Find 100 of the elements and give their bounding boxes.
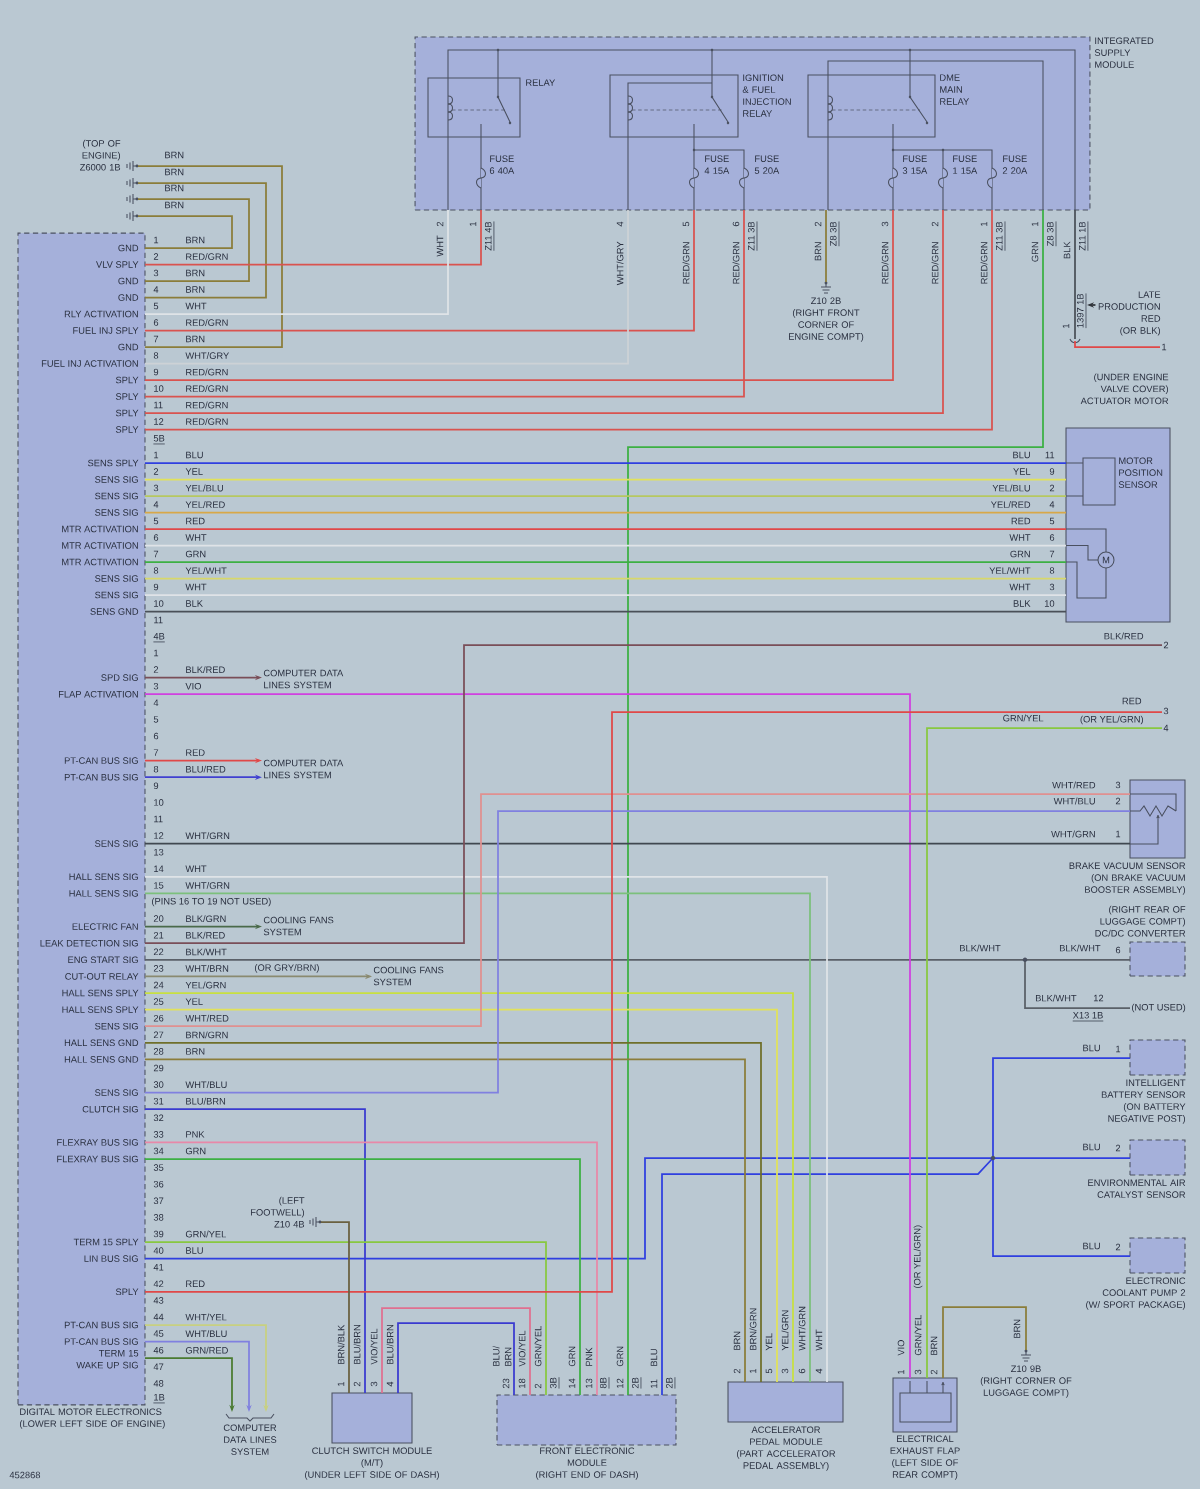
wire (144, 958, 1026, 961)
wire (320, 1221, 350, 1394)
pin-number: 13 (585, 1378, 593, 1388)
pin-number: 2 (153, 666, 159, 673)
wire-color-label: BRN (930, 1336, 938, 1355)
note: LATE PRODUCTION RED (OR BLK) (1098, 291, 1161, 336)
node-label: INTELLIGENT BATTERY SENSOR (1101, 1079, 1186, 1098)
wire-color-label: GRN (1031, 242, 1039, 262)
wire-color-label: GRN (185, 1147, 206, 1155)
wire-color-label: WHT (185, 865, 207, 872)
wire-color-label: (OR YEL/GRN) (1080, 715, 1143, 725)
wire-color-label: RED/GRN (186, 368, 228, 376)
pin-number: 24 (153, 981, 164, 989)
wire-color-label: WHT (1009, 583, 1031, 591)
wire-color-label: PNK (186, 1131, 205, 1138)
connector-label: 8B (599, 1376, 610, 1389)
wire-color-label: GRN/YEL (534, 1326, 542, 1367)
node-label: INTEGRATED SUPPLY MODULE (1094, 37, 1154, 68)
pin-number: 3 (1049, 583, 1055, 591)
pin-number: 11 (650, 1379, 658, 1388)
pin-name: GND (118, 294, 139, 301)
pin-name: PT-CAN BUS SIG (64, 773, 138, 781)
node-label: (M/T) (361, 1459, 383, 1468)
node-label: (PART ACCELERATOR PEDAL ASSEMBLY) (736, 1450, 836, 1471)
pin-number: 1 (154, 649, 159, 657)
node-label: DC/DC CONVERTER (1095, 929, 1186, 937)
wire-color-label: BLK/RED (1104, 632, 1144, 640)
pin-name: MTR ACTIVATION (62, 525, 138, 533)
pin-number: 3 (781, 1368, 789, 1374)
wire-color-label: YEL/RED (990, 501, 1031, 508)
wire (825, 209, 827, 283)
wire (1074, 344, 1161, 348)
pin-number: 7 (153, 550, 159, 558)
pin-name: MTR ACTIVATION (62, 558, 138, 566)
pin-number: 8 (153, 567, 159, 574)
wire-color-label: BRN/BLK (337, 1324, 345, 1364)
pin-name: CLUTCH SIG (82, 1105, 138, 1113)
wire-color-label: BRN (186, 269, 205, 277)
pin-number: 13 (154, 848, 164, 856)
pin-name: FUEL INJ ACTIVATION (41, 360, 138, 367)
wire-color-label: RED/GRN (186, 253, 228, 260)
pin-number: 10 (154, 799, 164, 806)
pin-number: 1 (1062, 323, 1070, 328)
pin-number: 5 (765, 1368, 773, 1374)
wire (992, 1157, 1131, 1159)
wire-color-label: BLU (186, 451, 203, 459)
pin-name: SPLY (115, 393, 139, 400)
pin-number: 10 (1044, 600, 1055, 607)
node-label: ENVIRONMENTAL AIR CATALYST SENSOR (1088, 1179, 1186, 1198)
pin-name: TERM 15 SPLY (73, 1238, 139, 1246)
wire-color-label: BRN (165, 201, 184, 209)
wire-color-label: BLK/RED (186, 931, 225, 939)
wire-color-label: BLU/ BRN (492, 1345, 512, 1366)
pin-number: 2 (1049, 484, 1055, 492)
node-label: CLUTCH SWITCH MODULE (312, 1447, 432, 1454)
wire (144, 711, 1163, 1293)
ground-symbol (126, 193, 139, 205)
node-label: (ON BRAKE VACUUM BOOSTER ASSEMBLY) (1085, 874, 1186, 895)
pin-number: 39 (153, 1230, 164, 1238)
wire-color-label: (OR YEL/GRN) (913, 1225, 923, 1289)
pin-number: 9 (153, 583, 159, 591)
pin-number: 44 (153, 1313, 164, 1321)
relay-box: IGNITION & FUEL INJECTION RELAY (609, 74, 791, 138)
pin-name: FUEL INJ SPLY (73, 327, 139, 334)
pin-number: 21 (153, 931, 164, 939)
connector-label: Z11 3B (747, 221, 758, 252)
pin-number: 3 (153, 484, 159, 492)
connector-label: 1B (153, 1394, 166, 1404)
pin-number: 2 (153, 253, 159, 260)
node-label: ACCELERATOR PEDAL MODULE (750, 1426, 823, 1445)
wire-color-label: BLK (1063, 241, 1071, 259)
pin-number: 6 (1115, 946, 1121, 954)
wire-color-label: WHT (1009, 534, 1031, 541)
pin-number: 1 (337, 1381, 345, 1386)
pin-name: MTR ACTIVATION (62, 542, 138, 549)
pin-number: 1 (1116, 1045, 1121, 1053)
relay-box: RELAY (427, 77, 556, 138)
wire (144, 209, 894, 381)
wire-color-label: BRN (733, 1331, 741, 1350)
wire-color-label: RED/GRN (682, 242, 690, 284)
pin-name: FLEXRAY BUS SIG (57, 1155, 138, 1163)
relay-box: DME MAIN RELAY (807, 74, 970, 138)
pin-number: 2 (353, 1381, 361, 1387)
pin-name: SENS SIG (95, 492, 138, 500)
wire-color-label: BRN (165, 184, 184, 192)
note: (PINS 16 TO 19 NOT USED) (152, 897, 271, 907)
connector-label: 5B (153, 435, 166, 445)
pin-number: 2 (436, 221, 444, 227)
pin-number: 30 (153, 1081, 164, 1088)
node-label: FRONT ELECTRONIC MODULE (540, 1447, 635, 1466)
wire-color-label: WHT/RED (185, 1014, 229, 1022)
pin-name: GND (118, 277, 139, 285)
pin-number: 5 (153, 716, 159, 723)
wire-color-label: GRN (616, 1346, 624, 1367)
wire (144, 693, 911, 1379)
pin-number: 8 (1049, 567, 1055, 574)
ground-symbol (126, 177, 139, 189)
pin-number: 9 (153, 368, 159, 376)
wire (144, 810, 1131, 1094)
pin-name: PT-CAN BUS SIG (64, 1338, 138, 1345)
